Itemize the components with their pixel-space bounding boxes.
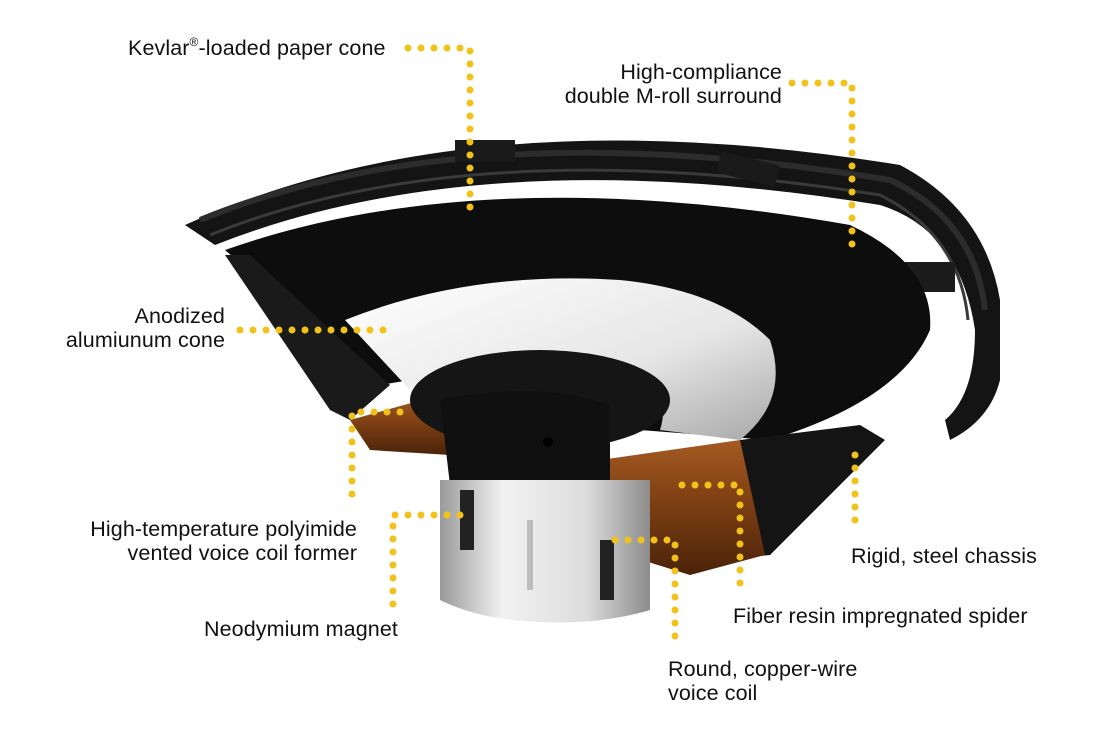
label-kevlar-cone: Kevlar®-loaded paper cone (128, 36, 386, 60)
magnet (440, 480, 650, 623)
leader-lines (236, 44, 859, 649)
label-aluminum-line1: Anodized (134, 304, 225, 328)
label-voice-coil-line2: voice coil (668, 681, 758, 705)
label-surround: High-compliance double M-roll surround (565, 60, 782, 108)
label-magnet: Neodymium magnet (204, 617, 398, 641)
leader-former-upper (348, 408, 404, 509)
label-former-line2: vented voice coil former (127, 541, 357, 565)
label-voice-coil: Round, copper-wire voice coil (668, 657, 857, 705)
leader-spider (678, 481, 744, 596)
chassis-right (720, 425, 885, 560)
registered-mark: ® (189, 35, 199, 49)
label-spider: Fiber resin impregnated spider (733, 604, 1028, 628)
leader-voice-coil (611, 536, 679, 649)
label-voice-coil-former: High-temperature polyimide vented voice … (90, 517, 357, 565)
leader-kevlar (404, 44, 474, 220)
label-chassis-line1: Rigid, steel chassis (851, 544, 1038, 568)
chassis-left (225, 255, 390, 420)
label-spider-line1: Fiber resin impregnated spider (733, 604, 1028, 628)
label-surround-line2: double M-roll surround (564, 84, 782, 108)
label-kevlar-text-rest: -loaded paper cone (198, 36, 386, 60)
leader-magnet (389, 511, 464, 611)
label-kevlar-text: Kevlar (128, 36, 190, 60)
label-aluminum-cone: Anodized alumiunum cone (66, 304, 225, 352)
label-voice-coil-line1: Round, copper-wire (668, 657, 858, 681)
label-former-line1: High-temperature polyimide (90, 517, 357, 541)
label-aluminum-line2: alumiunum cone (65, 328, 225, 352)
label-magnet-line1: Neodymium magnet (204, 617, 398, 641)
label-chassis: Rigid, steel chassis (851, 544, 1037, 568)
label-surround-line1: High-compliance (620, 60, 782, 84)
